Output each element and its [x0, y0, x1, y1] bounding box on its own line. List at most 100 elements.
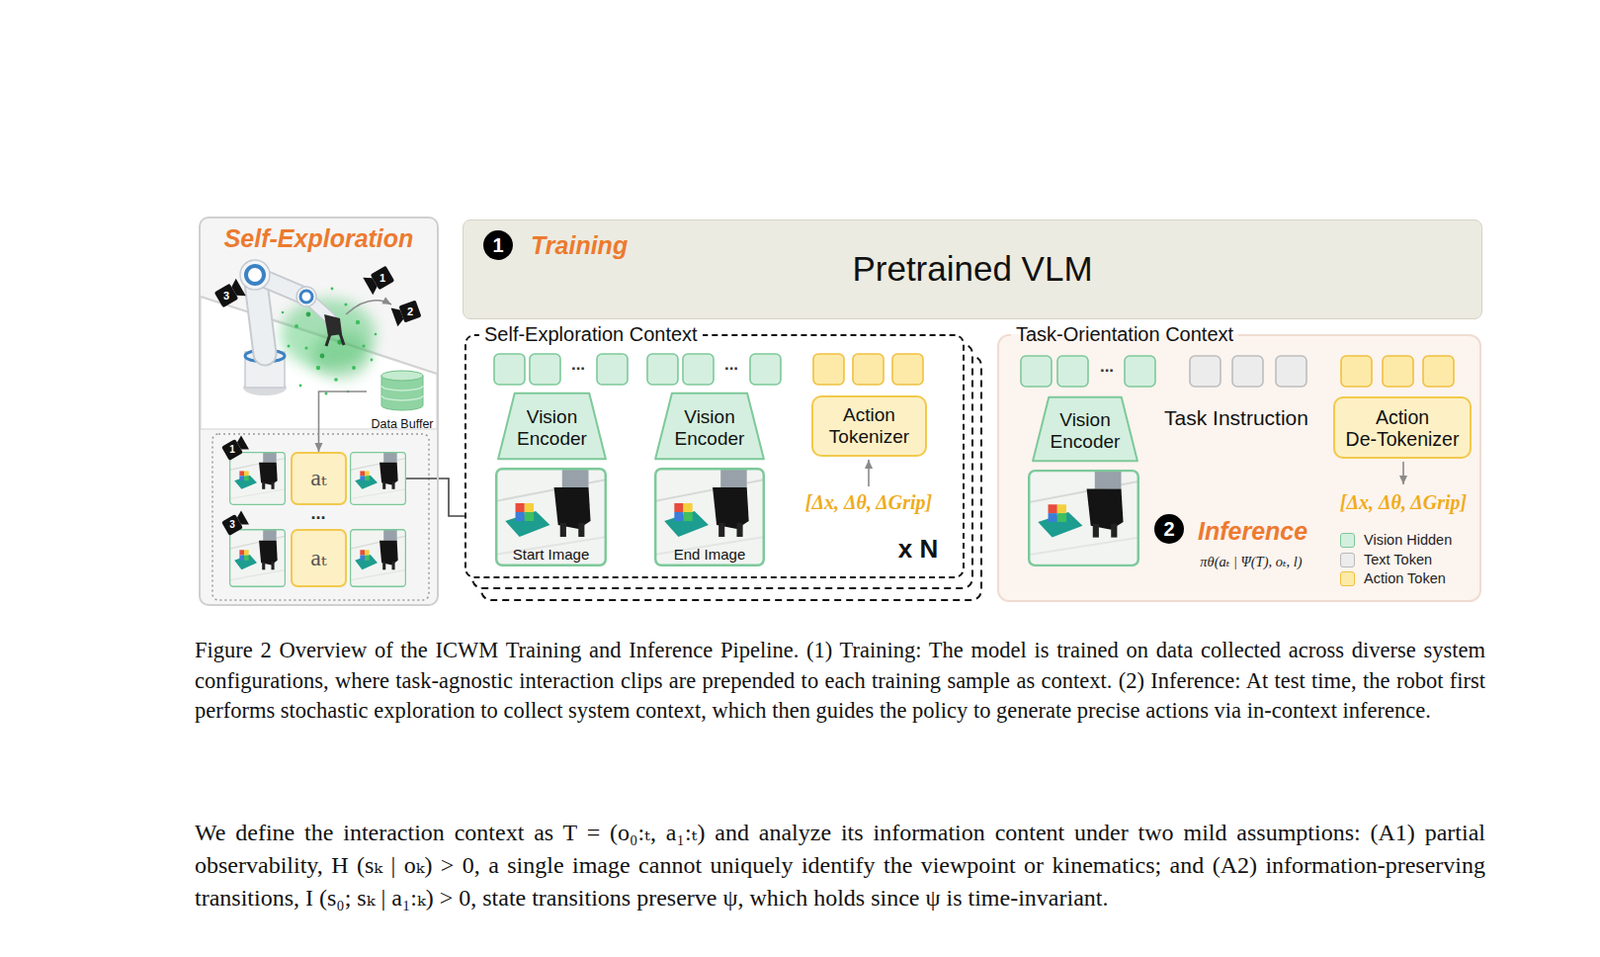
camera-image — [229, 451, 286, 506]
encoder-trapezoid: Vision Encoder — [1031, 396, 1139, 462]
robot-arm — [300, 290, 313, 303]
exploration-cloud — [304, 345, 308, 349]
vision-token — [529, 353, 561, 385]
vision-token — [647, 353, 678, 385]
node-text: Vision Encoder — [503, 406, 602, 450]
node-text: 1 — [492, 234, 504, 257]
node-text: Action Tokenizer — [815, 404, 925, 448]
dotted-frame — [212, 433, 429, 600]
robot-arm — [339, 333, 344, 345]
encoder-trapezoid-outline — [655, 393, 764, 460]
ellipsis: ... — [571, 354, 586, 375]
camera-icon — [370, 265, 396, 291]
context-ground — [998, 335, 1481, 601]
ellipsis: ... — [310, 503, 326, 524]
camera-icon — [229, 278, 247, 300]
vision-token — [1020, 355, 1052, 387]
camera-image — [349, 451, 407, 506]
exploration-cloud — [316, 365, 321, 370]
camera-icon — [362, 264, 396, 295]
vision-token — [494, 353, 781, 385]
node-text: x N — [898, 534, 938, 565]
action-token — [1341, 355, 1372, 387]
vision-token — [1020, 355, 1156, 387]
action-vector: [Δx, Δθ, ΔGrip] — [1340, 491, 1467, 514]
exploration-cloud — [280, 287, 377, 396]
legend-swatch — [1340, 532, 1355, 548]
context-box: Self-Exploration Contextx NVision Encode… — [464, 334, 965, 579]
robot-arm — [245, 349, 285, 362]
exploration-cloud — [325, 392, 329, 396]
exploration-cloud — [311, 332, 371, 380]
robot-arm — [306, 296, 331, 319]
exploration-cloud — [351, 365, 356, 370]
node-text: Vision Encoder — [660, 406, 759, 450]
exploration-cloud — [334, 377, 338, 382]
callout-number: 2 — [407, 305, 414, 319]
exploration-cloud — [361, 343, 365, 347]
buffer-cylinder — [379, 369, 425, 412]
exploration-cloud — [306, 312, 312, 318]
exploration-cloud — [343, 302, 347, 306]
exploration-cloud — [287, 344, 291, 348]
buffer-cylinder-top — [381, 370, 423, 381]
exploration-cloud — [299, 384, 303, 388]
camera-icon — [235, 435, 250, 453]
model-band: TrainingPretrained VLM1 — [462, 219, 1483, 320]
panel-ground — [199, 217, 438, 605]
exploration-cloud — [331, 287, 335, 291]
camera-image — [229, 528, 286, 588]
table-top — [200, 296, 437, 429]
buffer-cylinder-band — [381, 385, 423, 401]
encoder-trapezoid: Vision Encoder — [497, 392, 607, 460]
camera-icon — [235, 510, 250, 528]
legend-text: Action Token — [1363, 570, 1446, 588]
robot-arm — [324, 314, 342, 337]
robot-arm — [240, 259, 270, 290]
motion-arrow — [345, 300, 392, 315]
node-text: Self-Exploration — [224, 224, 415, 253]
node-text: Pretrained VLM — [851, 249, 1093, 289]
action-token — [1382, 355, 1414, 387]
robot-arm — [240, 259, 344, 396]
exploration-cloud — [280, 298, 376, 370]
connector-arrow — [319, 391, 368, 452]
ellipsis: ... — [1099, 356, 1114, 377]
encoder-trapezoid-outline — [498, 393, 606, 460]
legend-text: Vision Hidden — [1363, 531, 1452, 549]
node-text: Start Image — [512, 545, 590, 563]
legend-swatch — [1340, 552, 1355, 568]
node-text: 2 — [1163, 517, 1175, 541]
action-token — [813, 353, 844, 385]
camera-icon — [221, 435, 250, 461]
camera-image — [495, 467, 607, 567]
step-title: Inference — [1197, 516, 1308, 546]
camera-image — [1027, 469, 1140, 567]
action-token — [1341, 355, 1454, 387]
text-token — [1232, 355, 1264, 387]
camera-icon — [391, 305, 406, 328]
exploration-cloud — [336, 338, 342, 344]
action-vector: [Δx, Δθ, ΔGrip] — [805, 491, 932, 514]
camera-image — [654, 467, 765, 567]
stacked-context — [481, 355, 982, 600]
legend-text: Text Token — [1363, 551, 1432, 569]
node-text: aₜ — [310, 544, 328, 573]
text-token — [1275, 355, 1307, 387]
context-ground — [464, 334, 965, 579]
table-edge — [200, 296, 437, 374]
ellipsis: ... — [724, 354, 739, 375]
exploration-cloud — [346, 390, 350, 394]
callout-number: 3 — [223, 289, 230, 303]
robot-arm — [306, 296, 331, 319]
robot-arm — [254, 274, 265, 354]
robot-arm — [243, 379, 287, 396]
legend-swatch — [1340, 571, 1355, 587]
step-badge: 1 — [483, 230, 513, 260]
vision-token — [1057, 355, 1089, 387]
callout-number: 1 — [229, 443, 236, 456]
exploration-cloud — [320, 353, 326, 359]
robot-arm — [246, 265, 264, 284]
